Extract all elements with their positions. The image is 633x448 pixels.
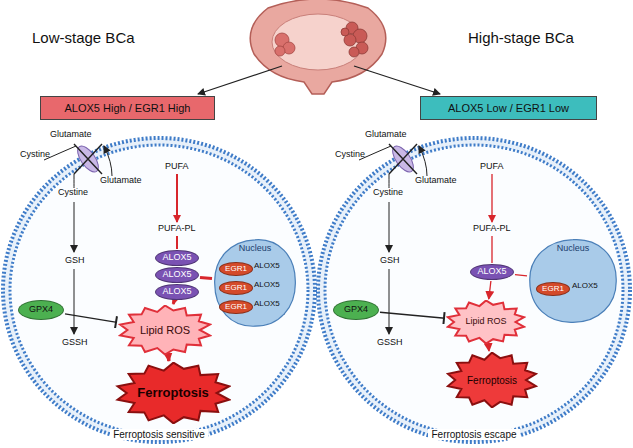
pufa-pl-to-alox5 bbox=[176, 236, 178, 249]
stage-heading: Low-stage BCa bbox=[32, 30, 135, 47]
factor-oval: EGR1 bbox=[219, 262, 252, 276]
text-label: Glutamate bbox=[365, 130, 407, 140]
node-label: EGR1 bbox=[225, 303, 247, 312]
text-label: GSH bbox=[380, 256, 400, 266]
node-label: ALOX5 Low / EGR1 Low bbox=[448, 102, 569, 114]
node-label: GPX4 bbox=[29, 305, 53, 315]
text-label: Glutamate bbox=[50, 130, 92, 140]
status-box: ALOX5 High / EGR1 High bbox=[40, 96, 215, 120]
text-label: PUFA bbox=[480, 162, 504, 172]
node-label: Lipid ROS bbox=[140, 324, 190, 336]
text-label: GSSH bbox=[377, 338, 403, 348]
high-stage-tumor bbox=[341, 22, 368, 57]
factor-oval: EGR1 bbox=[219, 300, 252, 314]
pufa-arrow bbox=[176, 174, 178, 222]
connector bbox=[173, 301, 174, 304]
enzyme-oval: GPX4 bbox=[333, 300, 379, 320]
text-label: ALOX5 bbox=[254, 281, 280, 290]
text-label: PUFA-PL bbox=[158, 224, 196, 234]
node-label: Ferroptosis bbox=[137, 386, 209, 400]
nucleus-outline bbox=[215, 240, 296, 327]
nucleus-outline bbox=[530, 240, 616, 323]
cell-membrane-outer bbox=[3, 138, 315, 442]
pufa-pl-to-alox5 bbox=[491, 236, 492, 263]
cell-caption: Ferroptosis escape bbox=[428, 429, 519, 440]
factor-oval: EGR1 bbox=[536, 282, 569, 296]
node-label: ALOX5 bbox=[162, 287, 191, 297]
stage-heading: High-stage BCa bbox=[468, 30, 574, 47]
node-label: Nucleus bbox=[239, 244, 272, 254]
text-label: GSSH bbox=[62, 338, 88, 348]
connector bbox=[489, 281, 491, 299]
pufa-arrow bbox=[491, 174, 492, 222]
ferroptosis-burst: Ferroptosis bbox=[446, 352, 538, 408]
arrow-high-stage bbox=[354, 66, 440, 94]
node-label: EGR1 bbox=[225, 265, 247, 274]
connector bbox=[515, 275, 527, 276]
cystine-to-gsh bbox=[74, 202, 75, 252]
connector bbox=[200, 277, 212, 278]
node-label: GPX4 bbox=[344, 305, 368, 315]
ferroptosis-burst: Ferroptosis bbox=[115, 362, 232, 424]
text-label: PUFA-PL bbox=[473, 224, 511, 234]
starburst-outline bbox=[448, 353, 536, 408]
enzyme-oval: GPX4 bbox=[18, 300, 64, 320]
lipid-ros-burst: Lipid ROS bbox=[446, 300, 526, 344]
bladder-lumen bbox=[272, 14, 364, 70]
starburst-outline bbox=[448, 300, 524, 343]
transporter bbox=[74, 143, 103, 176]
gsh-to-gssh bbox=[74, 269, 75, 334]
text-label: ALOX5 bbox=[572, 282, 598, 291]
enzyme-oval: ALOX5 bbox=[155, 250, 199, 266]
arrow-low-stage bbox=[198, 66, 282, 94]
node-label: ALOX5 bbox=[162, 270, 191, 280]
bladder-wall bbox=[250, 0, 386, 94]
factor-oval: EGR1 bbox=[219, 281, 252, 295]
starburst-outline bbox=[120, 306, 210, 355]
cell-caption: Ferroptosis sensitive bbox=[110, 429, 208, 440]
transporter-channel bbox=[74, 144, 102, 174]
node-label: Ferroptosis bbox=[467, 375, 517, 386]
cell bbox=[3, 138, 315, 442]
text-label: Cystine bbox=[58, 188, 88, 198]
enzyme-oval: ALOX5 bbox=[155, 267, 199, 283]
text-label: ALOX5 bbox=[254, 262, 280, 271]
starburst-outline bbox=[117, 363, 229, 424]
node-label: EGR1 bbox=[542, 285, 564, 294]
node-label: EGR1 bbox=[225, 284, 247, 293]
connector bbox=[380, 312, 445, 318]
connector bbox=[65, 314, 117, 322]
text-label: Cystine bbox=[373, 188, 403, 198]
connector bbox=[167, 356, 171, 361]
connector bbox=[488, 345, 490, 351]
low-stage-tumor bbox=[275, 33, 295, 56]
glutamate-export bbox=[104, 146, 112, 176]
enzyme-oval: ALOX5 bbox=[470, 264, 514, 280]
text-label: Cystine bbox=[335, 150, 365, 160]
text-label: ALOX5 bbox=[254, 300, 280, 309]
node-label: Lipid ROS bbox=[465, 317, 506, 327]
node-label: ALOX5 bbox=[477, 267, 506, 277]
cell-membrane-inner bbox=[10, 145, 308, 435]
node-label: Nucleus bbox=[557, 244, 590, 254]
nucleus: NucleusEGR1 bbox=[528, 238, 618, 324]
text-label: Glutamate bbox=[415, 176, 457, 186]
cell bbox=[318, 138, 630, 442]
node-label: ALOX5 High / EGR1 High bbox=[65, 102, 191, 114]
bladder bbox=[250, 0, 386, 94]
status-box: ALOX5 Low / EGR1 Low bbox=[420, 96, 597, 120]
text-label: GSH bbox=[65, 256, 85, 266]
text-label: Cystine bbox=[20, 150, 50, 160]
lipid-ros-burst: Lipid ROS bbox=[118, 305, 212, 355]
node-label: ALOX5 bbox=[162, 253, 191, 263]
text-label: Glutamate bbox=[100, 176, 142, 186]
enzyme-oval: ALOX5 bbox=[155, 284, 199, 300]
text-label: PUFA bbox=[165, 162, 189, 172]
